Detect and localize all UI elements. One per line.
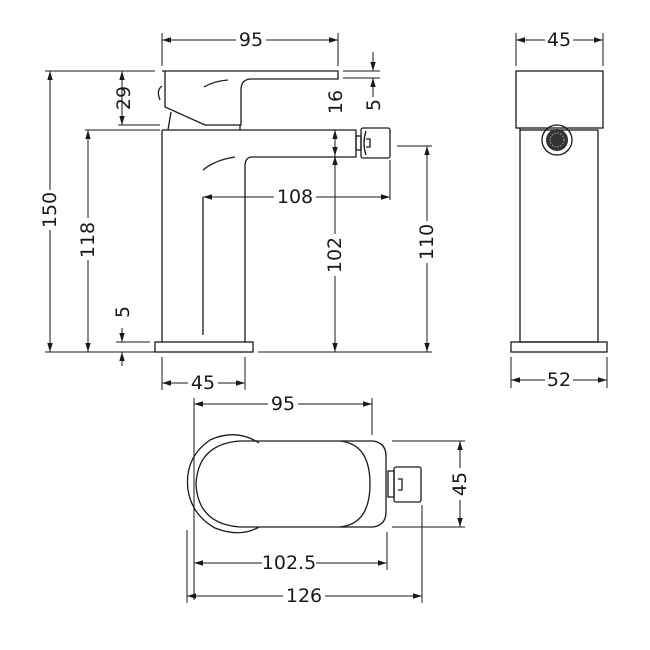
dim-top-body-width: 45 [449, 472, 471, 496]
front-view: 95 150 29 118 5 45 5 16 108 102 110 [39, 29, 438, 394]
dim-side-top-width: 45 [547, 29, 571, 51]
dim-lever-height: 29 [113, 86, 135, 110]
dim-top-lever-length: 95 [271, 393, 295, 415]
dim-base-width: 45 [191, 372, 215, 394]
dim-spout-height: 118 [77, 222, 99, 258]
dim-top-length-to-body: 102.5 [262, 552, 316, 574]
dimension-lines [45, 33, 432, 390]
dim-top-overall-length: 126 [286, 585, 322, 607]
tap-outline [154, 70, 391, 353]
dim-spout-clearance: 102 [324, 237, 346, 273]
dim-base-thickness: 5 [112, 306, 134, 318]
dim-lever-width: 95 [239, 29, 263, 51]
dim-spout-reach: 108 [277, 186, 313, 208]
side-view: 45 52 [510, 29, 608, 391]
dim-lever-plate: 5 [363, 99, 385, 111]
dim-outlet-height: 110 [416, 224, 438, 260]
dim-overall-height: 150 [39, 192, 61, 228]
top-view: 95 45 102.5 126 [186, 393, 471, 607]
dim-spout-thickness: 16 [325, 90, 347, 114]
dim-side-base-width: 52 [547, 369, 571, 391]
